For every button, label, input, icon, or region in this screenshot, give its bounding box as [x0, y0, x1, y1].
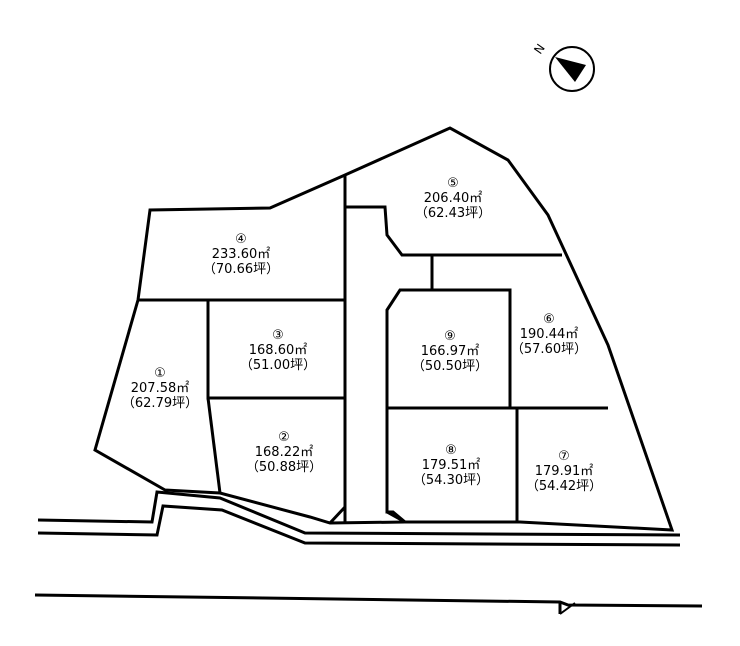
compass-icon [548, 45, 596, 93]
lot-number: ⑦ [558, 449, 570, 464]
lot-tsubo: （57.60坪） [510, 342, 588, 357]
lot-tsubo: （54.30坪） [412, 473, 490, 488]
lot-label-9: ⑨ 166.97㎡ （50.50坪） [390, 329, 510, 374]
lot-label-1: ① 207.58㎡ （62.79坪） [100, 366, 220, 411]
lot-area: 168.60㎡ [248, 343, 308, 358]
lot-label-2: ② 168.22㎡ （50.88坪） [224, 430, 344, 475]
lot-tsubo: （50.50坪） [411, 359, 489, 374]
lot-area: 166.97㎡ [420, 344, 480, 359]
lot-label-7: ⑦ 179.91㎡ （54.42坪） [504, 449, 624, 494]
lot-tsubo: （51.00坪） [239, 358, 317, 373]
lot-number: ② [278, 430, 290, 445]
parcel-lines [138, 175, 608, 524]
lot-tsubo: （70.66坪） [202, 262, 280, 277]
lot-number: ⑥ [543, 312, 555, 327]
lot-number: ④ [235, 232, 247, 247]
lower-road-step-2 [559, 602, 576, 615]
lot-tsubo: （62.79坪） [121, 396, 199, 411]
site-boundary [93, 126, 675, 532]
lot-tsubo: （62.43坪） [414, 206, 492, 221]
lot-number: ① [154, 366, 166, 381]
lot-number: ③ [272, 328, 284, 343]
lot-area: 206.40㎡ [423, 191, 483, 206]
lot-label-6: ⑥ 190.44㎡ （57.60坪） [489, 312, 609, 357]
lot-label-8: ⑧ 179.51㎡ （54.30坪） [391, 443, 511, 488]
lot-area: 233.60㎡ [211, 247, 271, 262]
lot-area: 207.58㎡ [130, 381, 190, 396]
access-road [328, 505, 406, 525]
lot-area: 190.44㎡ [519, 327, 579, 342]
lot-number: ⑤ [447, 176, 459, 191]
lot-label-4: ④ 233.60㎡ （70.66坪） [181, 232, 301, 277]
lot-area: 179.51㎡ [421, 458, 481, 473]
lot-tsubo: （50.88坪） [245, 460, 323, 475]
lot-label-3: ③ 168.60㎡ （51.00坪） [218, 328, 338, 373]
lot-label-5: ⑤ 206.40㎡ （62.43坪） [393, 176, 513, 221]
lot-area: 168.22㎡ [254, 445, 314, 460]
lot-number: ⑧ [445, 443, 457, 458]
lot-number: ⑨ [444, 329, 456, 344]
frontage-road [37, 490, 681, 547]
lot-area: 179.91㎡ [534, 464, 594, 479]
lower-road-line [34, 593, 703, 608]
lot-tsubo: （54.42坪） [525, 479, 603, 494]
